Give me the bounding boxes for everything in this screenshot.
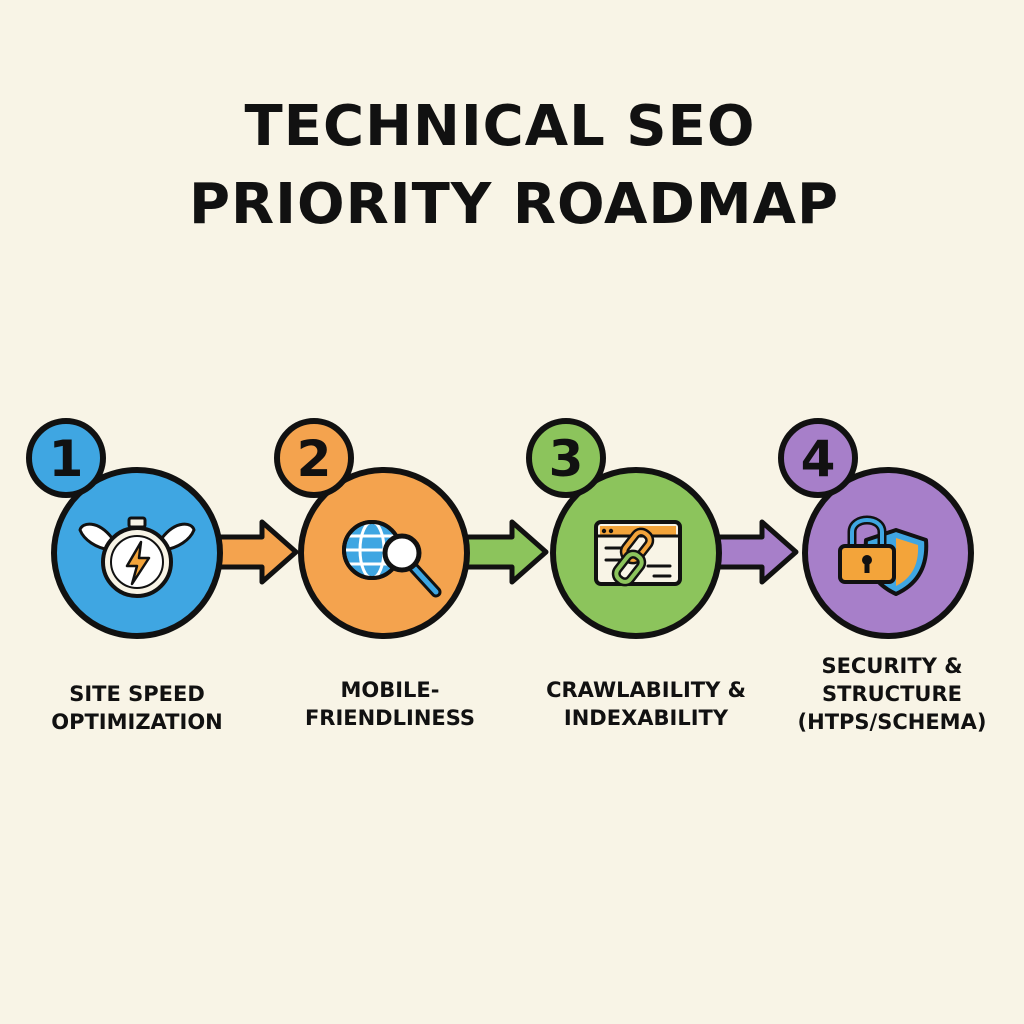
step-1-number-badge — [26, 418, 106, 498]
step-3: 3 — [526, 418, 722, 639]
globe-magnifier-icon — [342, 520, 442, 598]
step-4-label: SECURITY & STRUCTURE (HTPS/SCHEMA) — [780, 652, 1004, 736]
step-3-number: 3 — [549, 430, 584, 488]
step-4: 4 — [778, 418, 974, 639]
step-1: 1 — [26, 418, 223, 639]
step-2: 2 — [274, 418, 470, 639]
step-1-label-line: OPTIMIZATION — [51, 710, 223, 734]
title-line-1: TECHNICAL SEO — [244, 94, 756, 159]
step-3-label-line: CRAWLABILITY & — [546, 678, 746, 702]
step-1-label-line: SITE SPEED — [69, 682, 205, 706]
title-line-2: PRIORITY ROADMAP — [189, 172, 839, 237]
page-title: TECHNICAL SEO PRIORITY ROADMAP — [0, 88, 1024, 244]
step-4-number: 4 — [801, 430, 836, 488]
step-2-label-line: FRIENDLINESS — [304, 706, 476, 730]
step-4-label-line: (HTPS/SCHEMA) — [797, 710, 987, 734]
arrow-3-to-4 — [715, 519, 799, 585]
step-3-label: CRAWLABILITY & INDEXABILITY — [526, 676, 766, 732]
step-2-number: 2 — [297, 430, 332, 488]
step-2-number-badge — [274, 418, 354, 498]
step-3-label-line: INDEXABILITY — [563, 706, 729, 730]
step-3-number-badge — [526, 418, 606, 498]
step-1-number: 1 — [49, 430, 84, 488]
step-4-number-badge — [778, 418, 858, 498]
step-4-label-line: STRUCTURE — [822, 682, 962, 706]
step-1-label: SITE SPEED OPTIMIZATION — [27, 680, 247, 736]
arrow-1-to-2 — [215, 519, 299, 585]
step-2-label-line: MOBILE- — [340, 678, 440, 702]
step-2-label: MOBILE- FRIENDLINESS — [290, 676, 490, 732]
browser-link-icon — [594, 520, 682, 587]
stopwatch-lightning-icon — [78, 516, 196, 598]
arrow-2-to-3 — [463, 519, 549, 585]
lock-shield-icon — [838, 515, 929, 596]
step-4-label-line: SECURITY & — [821, 654, 963, 678]
